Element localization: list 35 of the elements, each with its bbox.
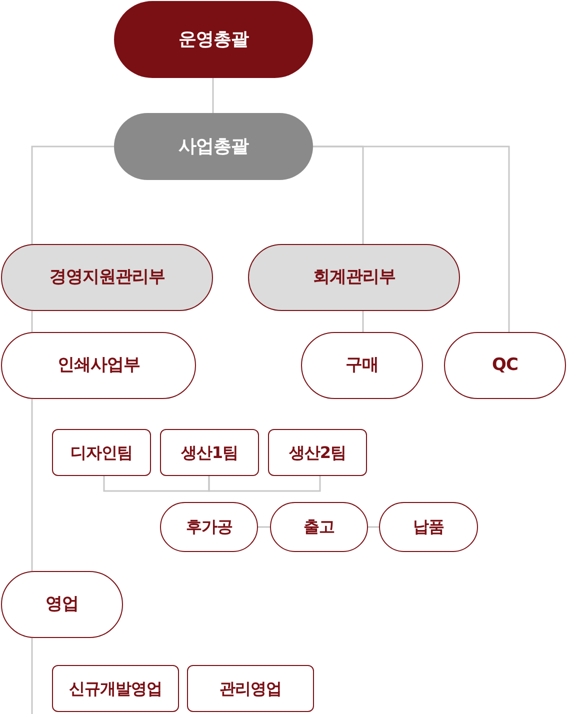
unit-name: 생산1팀 [180, 442, 238, 462]
step-pill [270, 502, 368, 552]
unit-name: 후가공 [186, 517, 232, 537]
unit-name: 구매 [346, 355, 378, 376]
unit-name: 회계관리부 [312, 267, 396, 288]
connector-line [31, 311, 33, 332]
unit-name: 인쇄사업부 [57, 355, 140, 376]
connector-line [103, 476, 210, 492]
team-box [52, 665, 179, 712]
connector-line [31, 399, 33, 571]
unit-name: 관리영업 [220, 678, 282, 698]
team-box [268, 429, 367, 476]
connector-line [31, 146, 114, 244]
step-pill [379, 502, 478, 552]
unit-name: 운영총괄 [178, 28, 248, 50]
connector-line [31, 638, 33, 714]
unit-name: 사업총괄 [178, 136, 248, 158]
unit-name: 디자인팀 [70, 442, 132, 462]
unit-name: 경영지원관리부 [49, 267, 165, 288]
unit-name: 영업 [46, 594, 78, 615]
connector-line [368, 526, 379, 528]
connector-line [313, 146, 510, 332]
unit-name: 신규개발영업 [69, 678, 162, 698]
team-box [187, 665, 314, 712]
connector-line [212, 78, 214, 113]
unit-name: 출고 [304, 517, 334, 537]
team-box [52, 429, 151, 476]
step-pill [160, 502, 258, 552]
connector-line [258, 526, 270, 528]
unit-name: QC [492, 355, 518, 376]
connector-line [208, 476, 321, 492]
team-box [160, 429, 259, 476]
connector-line [362, 311, 364, 332]
unit-name: 납품 [413, 517, 444, 537]
unit-name: 생산2팀 [288, 442, 346, 462]
